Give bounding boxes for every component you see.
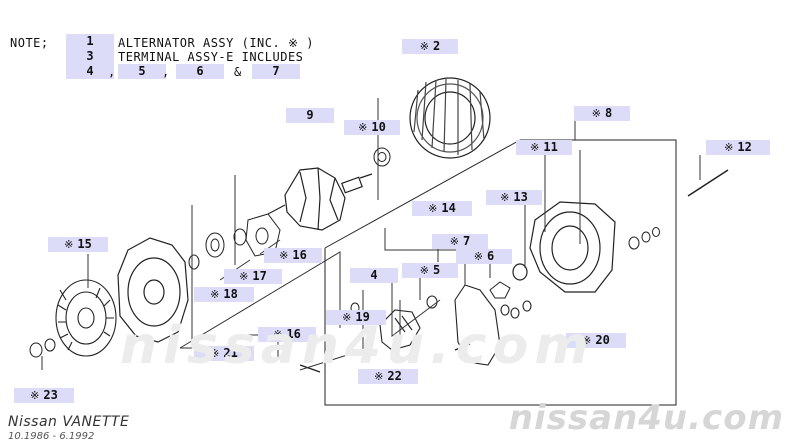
callout-6[interactable]: ※6 [456,249,512,264]
callout-2[interactable]: ※2 [402,39,458,54]
note-sep-3: & [234,65,242,79]
vehicle-caption: Nissan VANETTE 10.1986 - 6.1992 [8,414,129,442]
callout-23[interactable]: ※23 [14,388,74,403]
front-housing [117,237,189,343]
callout-16-upper[interactable]: ※16 [264,248,322,263]
terminal-nuts [628,227,660,250]
callout-22[interactable]: ※22 [358,369,418,384]
callout-13[interactable]: ※13 [486,190,542,205]
note-ref-5: 5 [118,64,166,79]
rotor-part [267,167,373,231]
callout-19[interactable]: ※19 [326,310,386,325]
fan-pulley [55,279,117,357]
stator-part [409,77,491,159]
note-ref-4: 4 [66,64,114,79]
callout-14[interactable]: ※14 [412,201,472,216]
rear-housing [512,201,616,293]
note-label: NOTE; [10,36,49,50]
note-line1-text: ALTERNATOR ASSY (INC. ※ ) [118,36,314,50]
note-sep-2: , [162,65,170,79]
rectifier [454,284,532,366]
callout-20[interactable]: ※20 [566,333,626,348]
callout-17[interactable]: ※17 [224,269,282,284]
note-line2-text: TERMINAL ASSY-E INCLUDES [118,50,304,64]
callout-9[interactable]: 9 [286,108,334,123]
callout-11[interactable]: ※11 [516,140,572,155]
callout-18[interactable]: ※18 [194,287,254,302]
through-bolt [687,169,729,197]
note-sep-1: , [108,65,116,79]
terminal-parts [299,281,511,373]
note-ref-7: 7 [252,64,300,79]
watermark-overlay: nissan4u.com [120,316,595,376]
callout-16-lower[interactable]: ※16 [258,327,316,342]
bearing-10 [373,147,391,167]
vehicle-years: 10.1986 - 6.1992 [8,431,95,442]
note-ref-3: 3 [66,49,114,64]
note-ref-6: 6 [176,64,224,79]
vehicle-model: Nissan VANETTE [8,414,130,430]
callout-5[interactable]: ※5 [402,263,458,278]
callout-7[interactable]: ※7 [432,234,488,249]
group-box-8 [324,139,677,406]
callout-21[interactable]: ※21 [194,346,254,361]
callout-4[interactable]: 4 [350,268,398,283]
note-ref-1: 1 [66,34,114,49]
watermark-corner: nissan4u.com [508,398,784,438]
nut-23 [29,338,56,358]
leader-lines [41,98,701,371]
callout-10[interactable]: ※10 [344,120,400,135]
callout-12[interactable]: ※12 [706,140,770,155]
callout-15[interactable]: ※15 [48,237,108,252]
callout-8[interactable]: ※8 [574,106,630,121]
